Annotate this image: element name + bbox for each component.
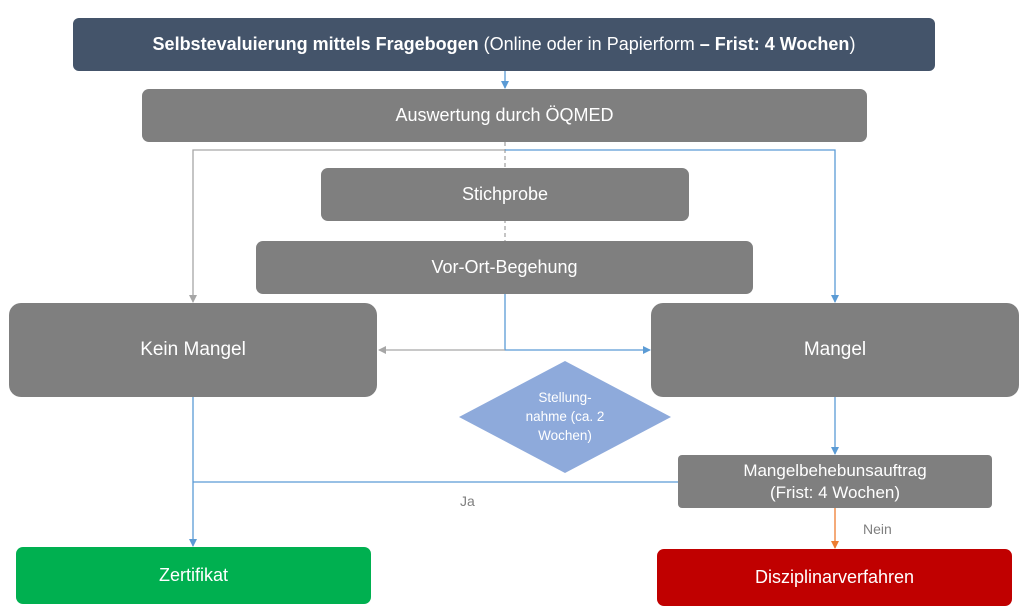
remediation-order-box: Mangelbehebunsauftrag (Frist: 4 Wochen)	[678, 455, 992, 508]
arrow-onsite-to-defect	[504, 294, 651, 354]
statement-line-3: Wochen)	[538, 428, 592, 443]
self-evaluation-close: )	[849, 34, 856, 54]
no-defect-box: Kein Mangel	[9, 303, 377, 397]
defect-label: Mangel	[803, 339, 867, 360]
no-defect-label: Kein Mangel	[140, 339, 246, 360]
statement-line-1: Stellung-	[538, 390, 592, 405]
arrow-evaluation-to-no-defect	[189, 149, 505, 303]
evaluation-box: Auswertung durch ÖQMED	[142, 89, 867, 142]
label-yes: Ja	[460, 493, 475, 509]
certificate-box: Zertifikat	[16, 547, 371, 604]
defect-box: Mangel	[651, 303, 1019, 397]
evaluation-label: Auswertung durch ÖQMED	[395, 105, 614, 125]
statement-text: Stellung- nahme (ca. 2 Wochen)	[505, 388, 625, 445]
self-evaluation-deadline: – Frist: 4 Wochen	[699, 34, 850, 54]
label-no: Nein	[863, 521, 892, 537]
sample-box: Stichprobe	[321, 168, 689, 221]
remediation-line-2: (Frist: 4 Wochen)	[769, 482, 901, 502]
disciplinary-label: Disziplinarverfahren	[754, 567, 915, 587]
arrow-evaluation-to-defect	[505, 149, 839, 303]
self-evaluation-mode: (Online oder in Papierform	[478, 34, 700, 54]
self-evaluation-title: Selbstevaluierung mittels Fragebogen	[152, 34, 479, 54]
statement-diamond	[459, 361, 671, 473]
onsite-inspection-box: Vor-Ort-Begehung	[256, 241, 753, 294]
sample-label: Stichprobe	[461, 184, 549, 204]
statement-line-2: nahme (ca. 2	[525, 409, 605, 424]
onsite-inspection-label: Vor-Ort-Begehung	[431, 257, 578, 277]
disciplinary-box: Disziplinarverfahren	[657, 549, 1012, 606]
remediation-line-1: Mangelbehebunsauftrag	[743, 460, 927, 480]
certificate-label: Zertifikat	[158, 565, 228, 585]
self-evaluation-box: Selbstevaluierung mittels Fragebogen (On…	[73, 18, 935, 71]
